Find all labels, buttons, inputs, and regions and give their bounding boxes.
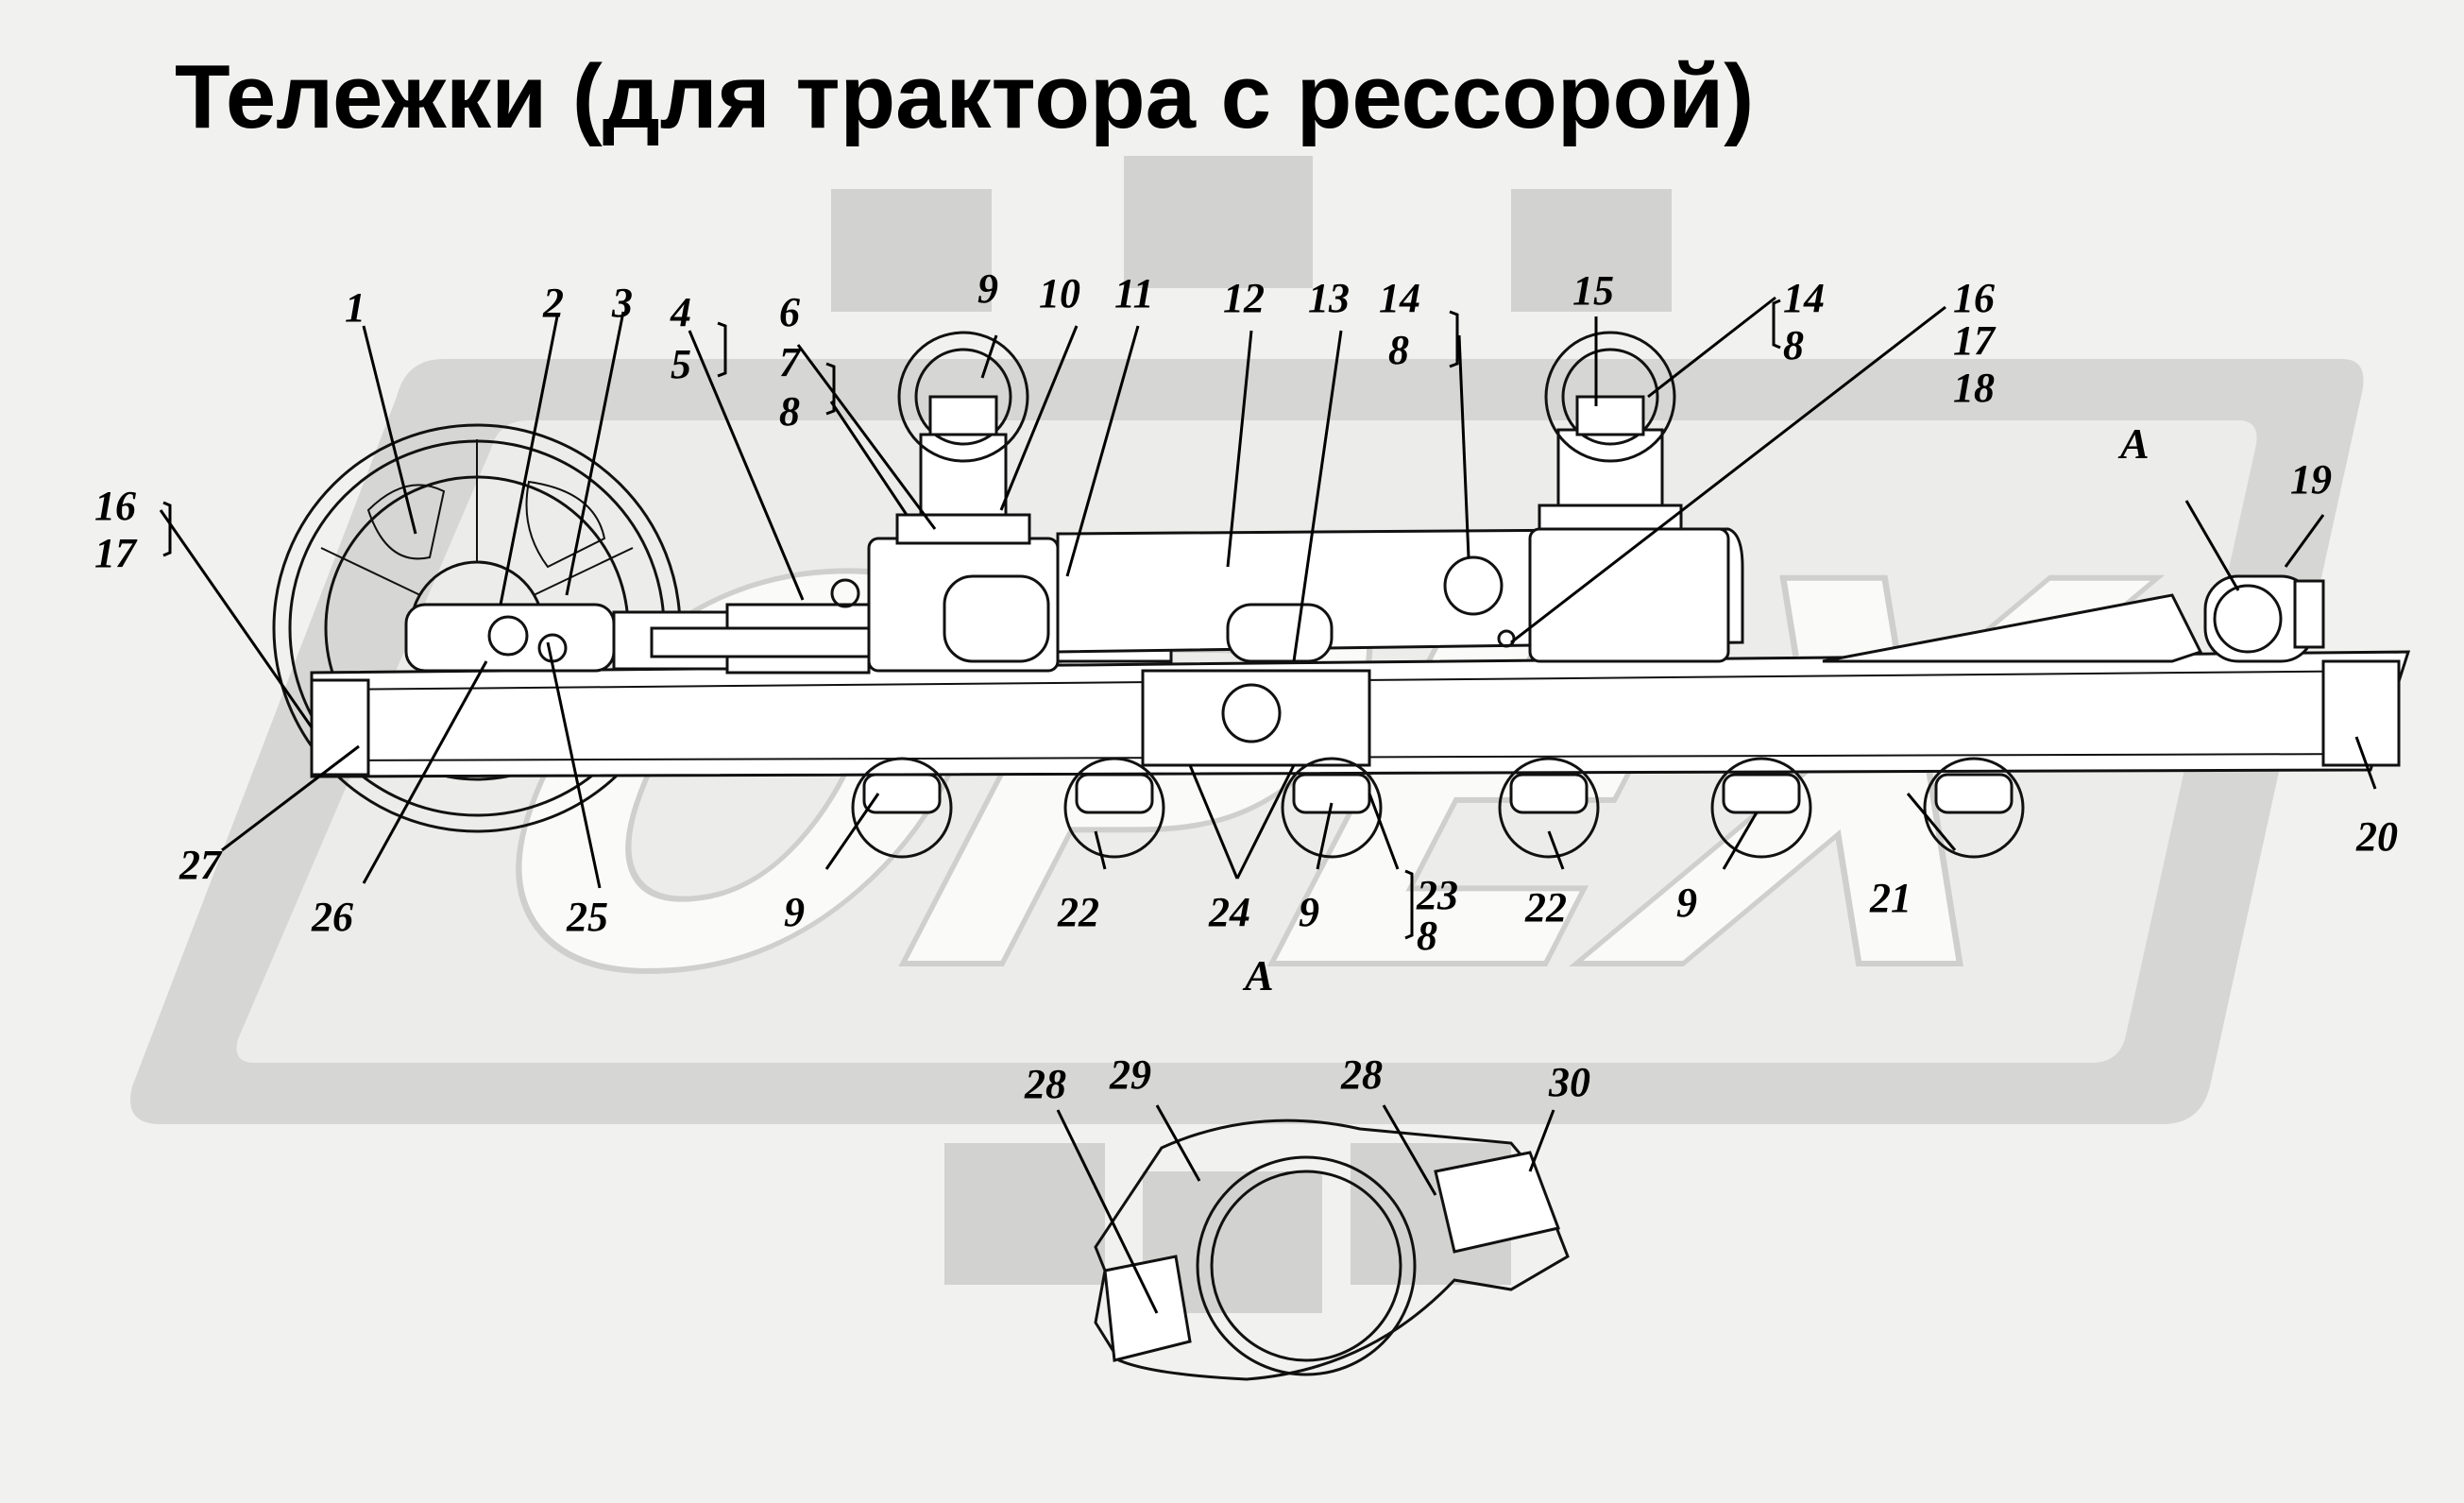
- label-9a: 9: [977, 265, 998, 312]
- track-rollers: [851, 757, 2025, 859]
- label-13: 13: [1308, 275, 1350, 321]
- label-6: 6: [779, 289, 800, 335]
- label-11: 11: [1114, 270, 1154, 316]
- label-8b: 8: [1388, 327, 1409, 373]
- label-20: 20: [2355, 813, 2398, 860]
- tension-spring-assembly: [404, 578, 880, 675]
- label-9b: 9: [784, 889, 805, 935]
- label-8c: 8: [1783, 322, 1804, 368]
- label-28b: 28: [1340, 1051, 1383, 1098]
- label-28a: 28: [1024, 1061, 1066, 1107]
- label-14b: 14: [1783, 275, 1825, 321]
- rear-end-cap: [2321, 659, 2401, 767]
- label-7: 7: [779, 339, 802, 385]
- rear-bearing: [2203, 574, 2325, 663]
- section-label-bottom: A: [1242, 951, 1274, 999]
- label-26: 26: [311, 894, 353, 940]
- part-labels: 1 2 3 4 5 6 7 8 9 10 11 12 13 14 8 15 14…: [94, 265, 2398, 1107]
- label-8d: 8: [1417, 913, 1437, 959]
- label-12: 12: [1223, 275, 1265, 321]
- label-19: 19: [2290, 456, 2332, 503]
- label-24: 24: [1208, 889, 1250, 935]
- label-17a: 17: [1953, 317, 1997, 364]
- label-8a: 8: [779, 388, 800, 435]
- leader-lines: [159, 296, 2377, 1314]
- label-9d: 9: [1676, 880, 1697, 926]
- section-a-a: [1094, 1119, 1570, 1381]
- label-3: 3: [611, 280, 633, 326]
- label-16a: 16: [1953, 275, 1995, 321]
- label-9c: 9: [1299, 889, 1319, 935]
- label-29: 29: [1109, 1051, 1151, 1098]
- label-17b: 17: [94, 530, 138, 576]
- label-30: 30: [1548, 1059, 1590, 1105]
- label-25: 25: [566, 894, 608, 940]
- label-21: 21: [1869, 875, 1912, 921]
- label-15: 15: [1572, 267, 1614, 314]
- page-title: Тележки (для трактора с рессорой): [175, 46, 1755, 147]
- grouping-brackets: [162, 299, 1781, 940]
- label-4: 4: [670, 289, 691, 335]
- label-10: 10: [1039, 270, 1080, 316]
- label-16b: 16: [94, 483, 136, 529]
- track-frame-assembly: [272, 331, 2411, 859]
- rear-ramp: [1822, 593, 2203, 663]
- label-27: 27: [178, 842, 223, 888]
- label-22a: 22: [1057, 889, 1099, 935]
- label-1: 1: [345, 284, 365, 331]
- label-14a: 14: [1379, 275, 1420, 321]
- label-23: 23: [1416, 872, 1458, 918]
- label-5: 5: [671, 341, 691, 387]
- label-18: 18: [1953, 365, 1995, 411]
- section-label-top: A: [2117, 419, 2150, 468]
- label-22b: 22: [1524, 884, 1567, 931]
- label-2: 2: [542, 280, 564, 326]
